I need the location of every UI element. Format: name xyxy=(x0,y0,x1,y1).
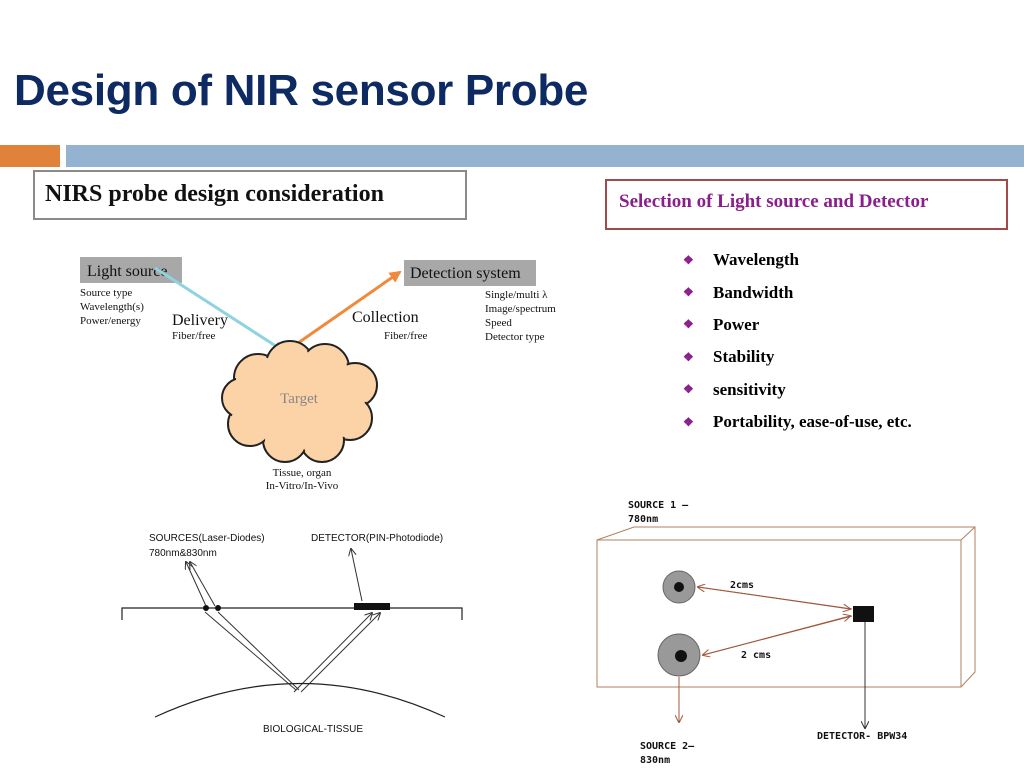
bullet-diamond-icon: ❖ xyxy=(683,252,694,267)
light-source-box xyxy=(80,257,182,283)
delivery-sub: Fiber/free xyxy=(172,330,215,342)
target-cloud xyxy=(221,340,378,463)
source1-wavelength: 780nm xyxy=(628,514,658,525)
accent-bar-orange xyxy=(0,145,60,167)
light-source-item: Power/energy xyxy=(80,315,141,327)
bullet-diamond-icon: ❖ xyxy=(683,349,694,364)
target-sub: Tissue, organ xyxy=(273,467,332,479)
left-heading: NIRS probe design consideration xyxy=(45,181,384,207)
bullet-diamond-icon: ❖ xyxy=(683,285,694,300)
detection-item: Image/spectrum xyxy=(485,303,556,315)
collection-sub: Fiber/free xyxy=(384,330,427,342)
bullet-item: ❖Wavelength xyxy=(683,250,799,270)
bullet-item: ❖Power xyxy=(683,314,760,334)
detection-system-label: Detection system xyxy=(410,265,521,282)
bullet-diamond-icon: ❖ xyxy=(683,414,694,429)
target-sub: In-Vitro/In-Vivo xyxy=(266,480,339,492)
bullet-item: ❖sensitivity xyxy=(683,379,786,399)
source1-label: SOURCE 1 — xyxy=(628,500,689,511)
detector-chip xyxy=(853,606,874,622)
detection-item: Speed xyxy=(485,317,512,329)
collection-arrow xyxy=(287,270,402,352)
light-source-label: Light source xyxy=(87,263,167,280)
detection-system-box xyxy=(404,260,536,286)
detection-item: Detector type xyxy=(485,331,545,343)
bullet-list: ❖Wavelength ❖Bandwidth ❖Power ❖Stability… xyxy=(683,244,912,438)
distance1-label: 2cms xyxy=(730,580,754,591)
probe-layout-diagram: SOURCE 1 — 780nm 2cms 2 cms SOURCE 2— 83… xyxy=(596,500,976,766)
sources-wavelengths: 780nm&830nm xyxy=(149,548,217,559)
bullet-diamond-icon: ❖ xyxy=(683,317,694,332)
light-source-item: Wavelength(s) xyxy=(80,301,144,313)
left-heading-box: NIRS probe design consideration xyxy=(33,170,467,220)
detector-label: DETECTOR(PIN-Photodiode) xyxy=(311,533,443,544)
accent-bar-blue xyxy=(66,145,1024,167)
source2-label: SOURCE 2— xyxy=(640,741,695,752)
bullet-item: ❖Stability xyxy=(683,347,775,367)
bullet-item: ❖Bandwidth xyxy=(683,282,794,302)
collection-label: Collection xyxy=(352,309,419,326)
tissue-diagram: SOURCES(Laser-Diodes) 780nm&830nm DETECT… xyxy=(121,533,463,735)
delivery-label: Delivery xyxy=(172,312,228,329)
delivery-arrow xyxy=(154,266,284,352)
bullet-item: ❖Portability, ease-of-use, etc. xyxy=(683,412,912,432)
slide-title: Design of NIR sensor Probe xyxy=(14,66,589,115)
bullet-diamond-icon: ❖ xyxy=(683,382,694,397)
detection-item: Single/multi λ xyxy=(485,289,548,301)
tissue-label: BIOLOGICAL-TISSUE xyxy=(263,724,363,735)
target-label: Target xyxy=(280,391,319,407)
distance2-label: 2 cms xyxy=(741,650,771,661)
detector-bpw34-label: DETECTOR- BPW34 xyxy=(817,731,907,742)
right-heading: Selection of Light source and Detector xyxy=(619,191,929,212)
sources-label: SOURCES(Laser-Diodes) xyxy=(149,533,265,544)
light-source-item: Source type xyxy=(80,287,132,299)
right-heading-box: Selection of Light source and Detector xyxy=(605,179,1008,230)
source2-wavelength: 830nm xyxy=(640,755,670,766)
